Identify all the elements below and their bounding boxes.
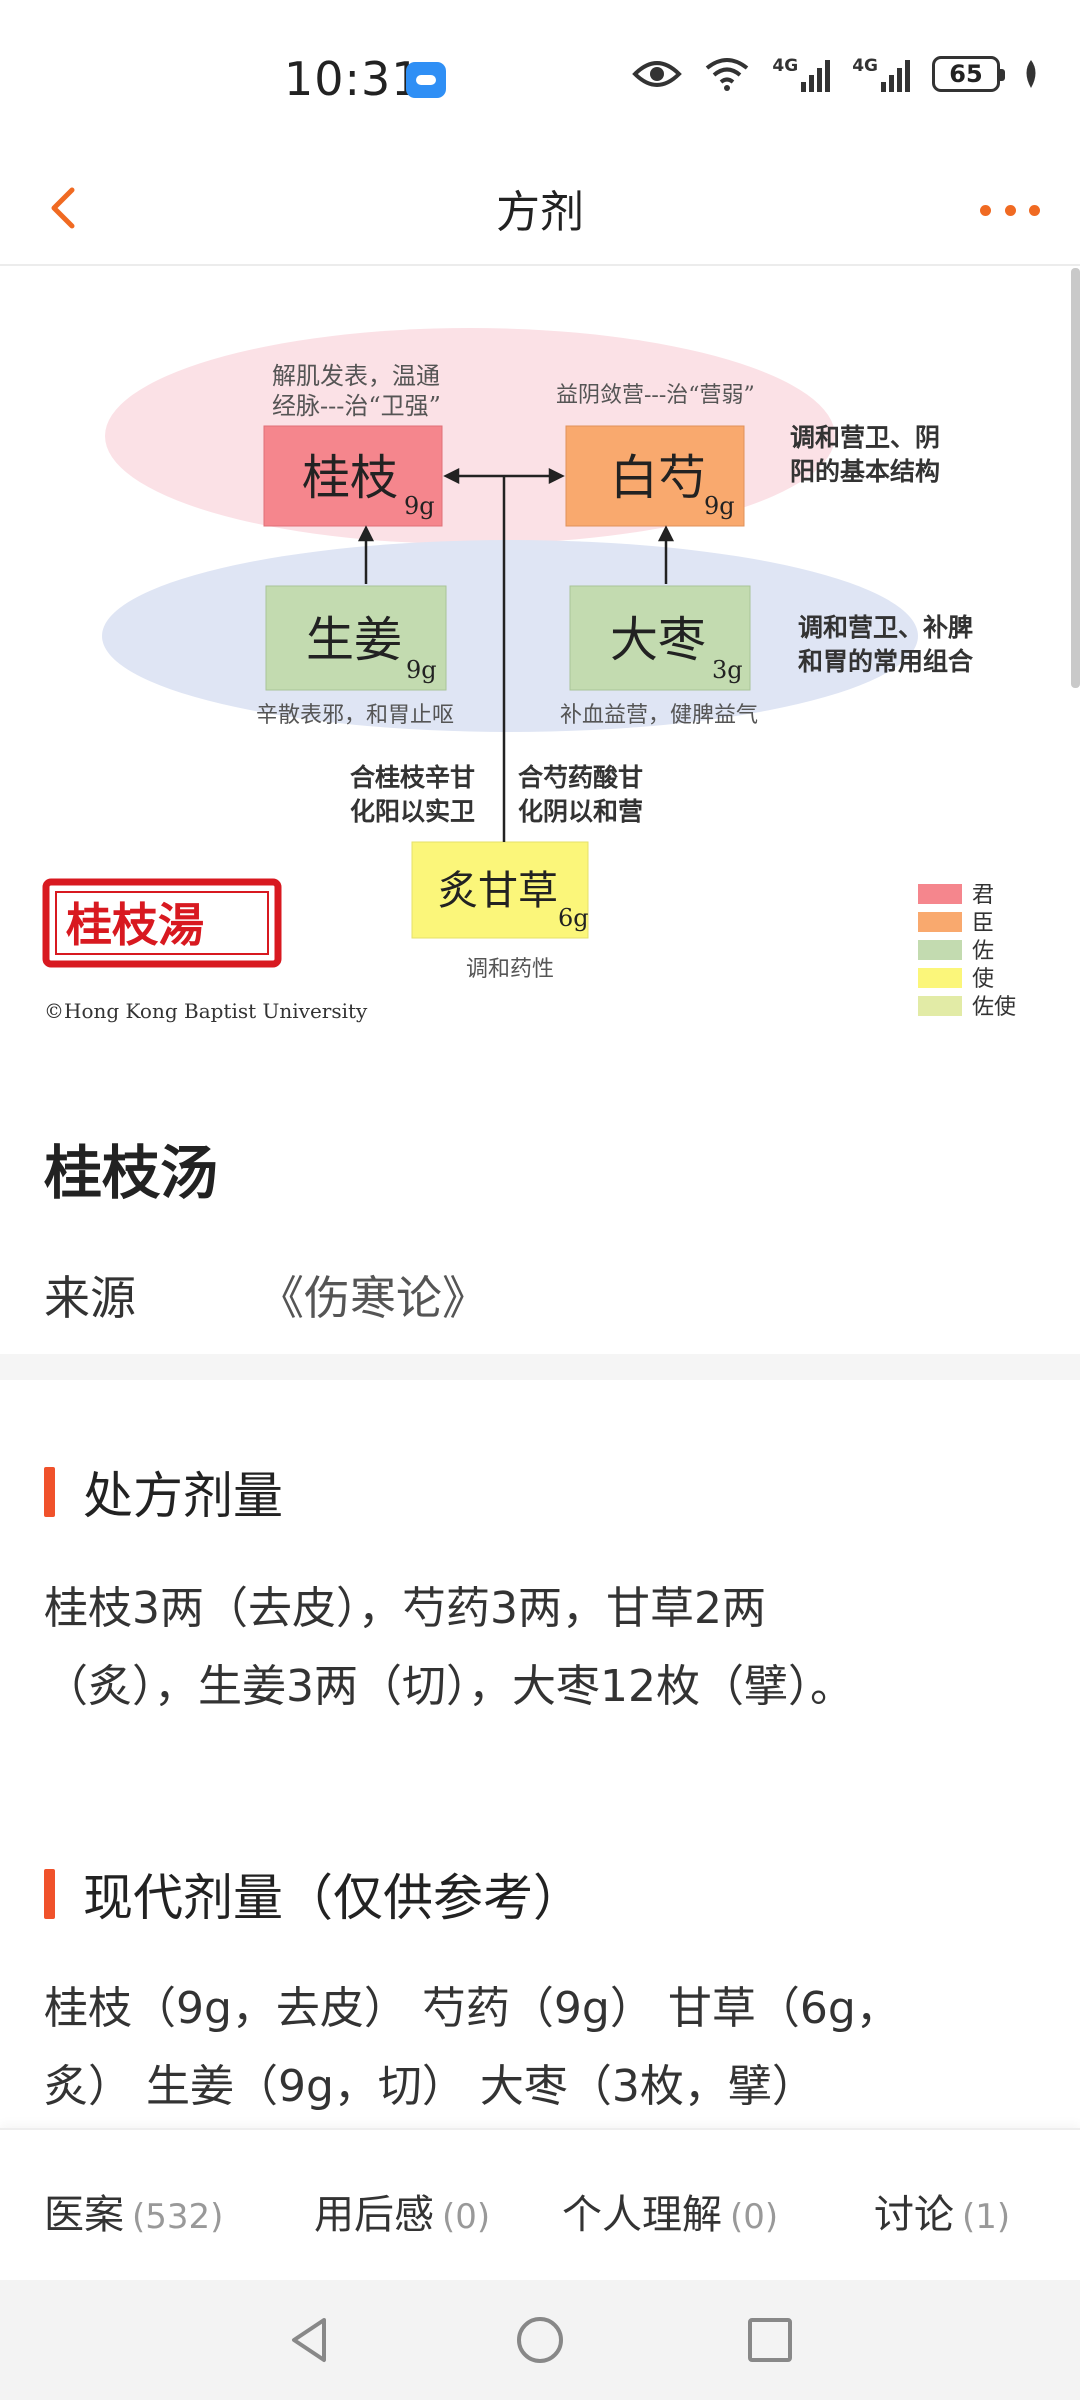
center-note: 合桂枝辛甘: [350, 763, 475, 792]
herb-box-baishao: [565, 425, 745, 527]
right-note: 和胃的常用组合: [798, 647, 974, 676]
right-note: 调和营卫、阴: [790, 423, 940, 452]
herb-name: 大枣: [610, 612, 706, 668]
formula-name: 桂枝汤: [44, 1139, 219, 1207]
center-note: 化阴以和营: [518, 797, 643, 826]
square-recents-icon: [748, 2318, 792, 2362]
herb-box-zhigancao: [411, 841, 589, 939]
chevron-left-icon: [51, 187, 75, 229]
app-bar: 方剂: [0, 150, 1080, 266]
signal-icon-1: 4G: [772, 56, 831, 92]
status-icons: 4G 4G 65: [632, 56, 1040, 92]
more-options-button[interactable]: [980, 180, 1040, 240]
legend-swatch: [918, 996, 962, 1016]
legend-swatch: [918, 884, 962, 904]
source-value: 《伤寒论》: [258, 1271, 488, 1325]
chat-notification-icon: [406, 62, 446, 98]
tab-discussion[interactable]: 讨论(1): [874, 2192, 1011, 2238]
herb-name: 生姜: [306, 612, 402, 668]
nav-recents-button[interactable]: [740, 2310, 800, 2370]
legend-swatch: [918, 912, 962, 932]
seal-text: 桂枝湯: [66, 898, 204, 952]
wifi-icon: [706, 58, 749, 91]
herb-name: 炙甘草: [438, 868, 558, 914]
source-label: 来源: [44, 1271, 136, 1325]
formula-diagram: 解肌发表，温通 经脉---治“卫强” 益阴敛营---治“营弱” 调和营卫、阴 阳…: [0, 266, 1080, 1046]
herb-note: 辛散表邪，和胃止呕: [256, 703, 454, 728]
status-time: 10:31: [284, 52, 422, 106]
herb-box-shengjiang: [265, 585, 447, 691]
modern-dosage-text: 桂枝（9g，去皮） 芍药（9g） 甘草（6g， 炙） 生姜（9g，切） 大枣（3…: [44, 1983, 900, 2112]
herb-name: 桂枝: [302, 450, 398, 506]
eye-icon: [632, 61, 683, 87]
legend-label: 使: [972, 967, 994, 992]
copyright-text: ©Hong Kong Baptist University: [44, 999, 368, 1023]
center-note: 合芍药酸甘: [518, 763, 643, 792]
bottom-tab-bar: 医案(532) 用后感(0) 个人理解(0) 讨论(1): [0, 2128, 1080, 2280]
legend-label: 君: [972, 883, 994, 908]
legend-label: 佐: [972, 939, 994, 964]
legend: 君 臣 佐 使 佐使: [918, 883, 1016, 1020]
status-bar: 10:31 4G 4G 65: [0, 0, 1080, 150]
leaf-icon: [1026, 60, 1036, 88]
herb-dose: 6g: [558, 904, 589, 932]
herb-dose: 9g: [704, 492, 735, 520]
legend-label: 臣: [972, 911, 994, 936]
legend-swatch: [918, 968, 962, 988]
herb-box-guizhi: [263, 425, 443, 527]
section-divider: [0, 1354, 1080, 1380]
system-navigation-bar: [0, 2280, 1080, 2400]
prescription-text: 桂枝3两（去皮），芍药3两，甘草2两 （炙），生姜3两（切），大枣12枚（擘）。: [44, 1583, 854, 1712]
section-accent-bar: [44, 1869, 55, 1919]
battery-icon: 65: [932, 56, 1005, 92]
back-button[interactable]: [40, 178, 100, 238]
herb-note: 调和药性: [466, 957, 554, 982]
right-note: 调和营卫、补脾: [798, 613, 973, 642]
herb-dose: 9g: [404, 492, 435, 520]
top-left-note: 解肌发表，温通: [272, 362, 440, 390]
nav-back-button[interactable]: [280, 2310, 340, 2370]
tab-personal-understanding[interactable]: 个人理解(0): [562, 2192, 779, 2238]
herb-name: 白芍: [610, 450, 706, 506]
legend-swatch: [918, 940, 962, 960]
section-accent-bar: [44, 1467, 55, 1517]
right-note: 阳的基本结构: [790, 457, 940, 486]
section-title-prescription: 处方剂量: [44, 1456, 283, 1528]
top-right-note: 益阴敛营---治“营弱”: [556, 383, 755, 408]
seal-stamp: [42, 878, 282, 968]
signal-icon-2: 4G: [852, 56, 910, 92]
page-title: 方剂: [496, 187, 584, 238]
section-title-modern-dosage: 现代剂量（仅供参考）: [44, 1858, 583, 1930]
scrollbar[interactable]: [1071, 268, 1080, 688]
middle-ellipse: [102, 540, 918, 732]
herb-box-dazao: [569, 585, 751, 691]
legend-label: 佐使: [972, 995, 1016, 1020]
tab-medical-cases[interactable]: 医案(532): [44, 2192, 224, 2238]
herb-dose: 9g: [406, 656, 437, 684]
nav-home-button[interactable]: [510, 2310, 570, 2370]
circle-home-icon: [517, 2317, 563, 2363]
herb-dose: 3g: [712, 656, 743, 684]
top-left-note: 经脉---治“卫强”: [272, 392, 441, 420]
tab-after-use-feedback[interactable]: 用后感(0): [314, 2192, 491, 2238]
center-note: 化阳以实卫: [350, 797, 475, 826]
triangle-back-icon: [292, 2318, 326, 2362]
herb-note: 补血益营，健脾益气: [560, 703, 758, 728]
